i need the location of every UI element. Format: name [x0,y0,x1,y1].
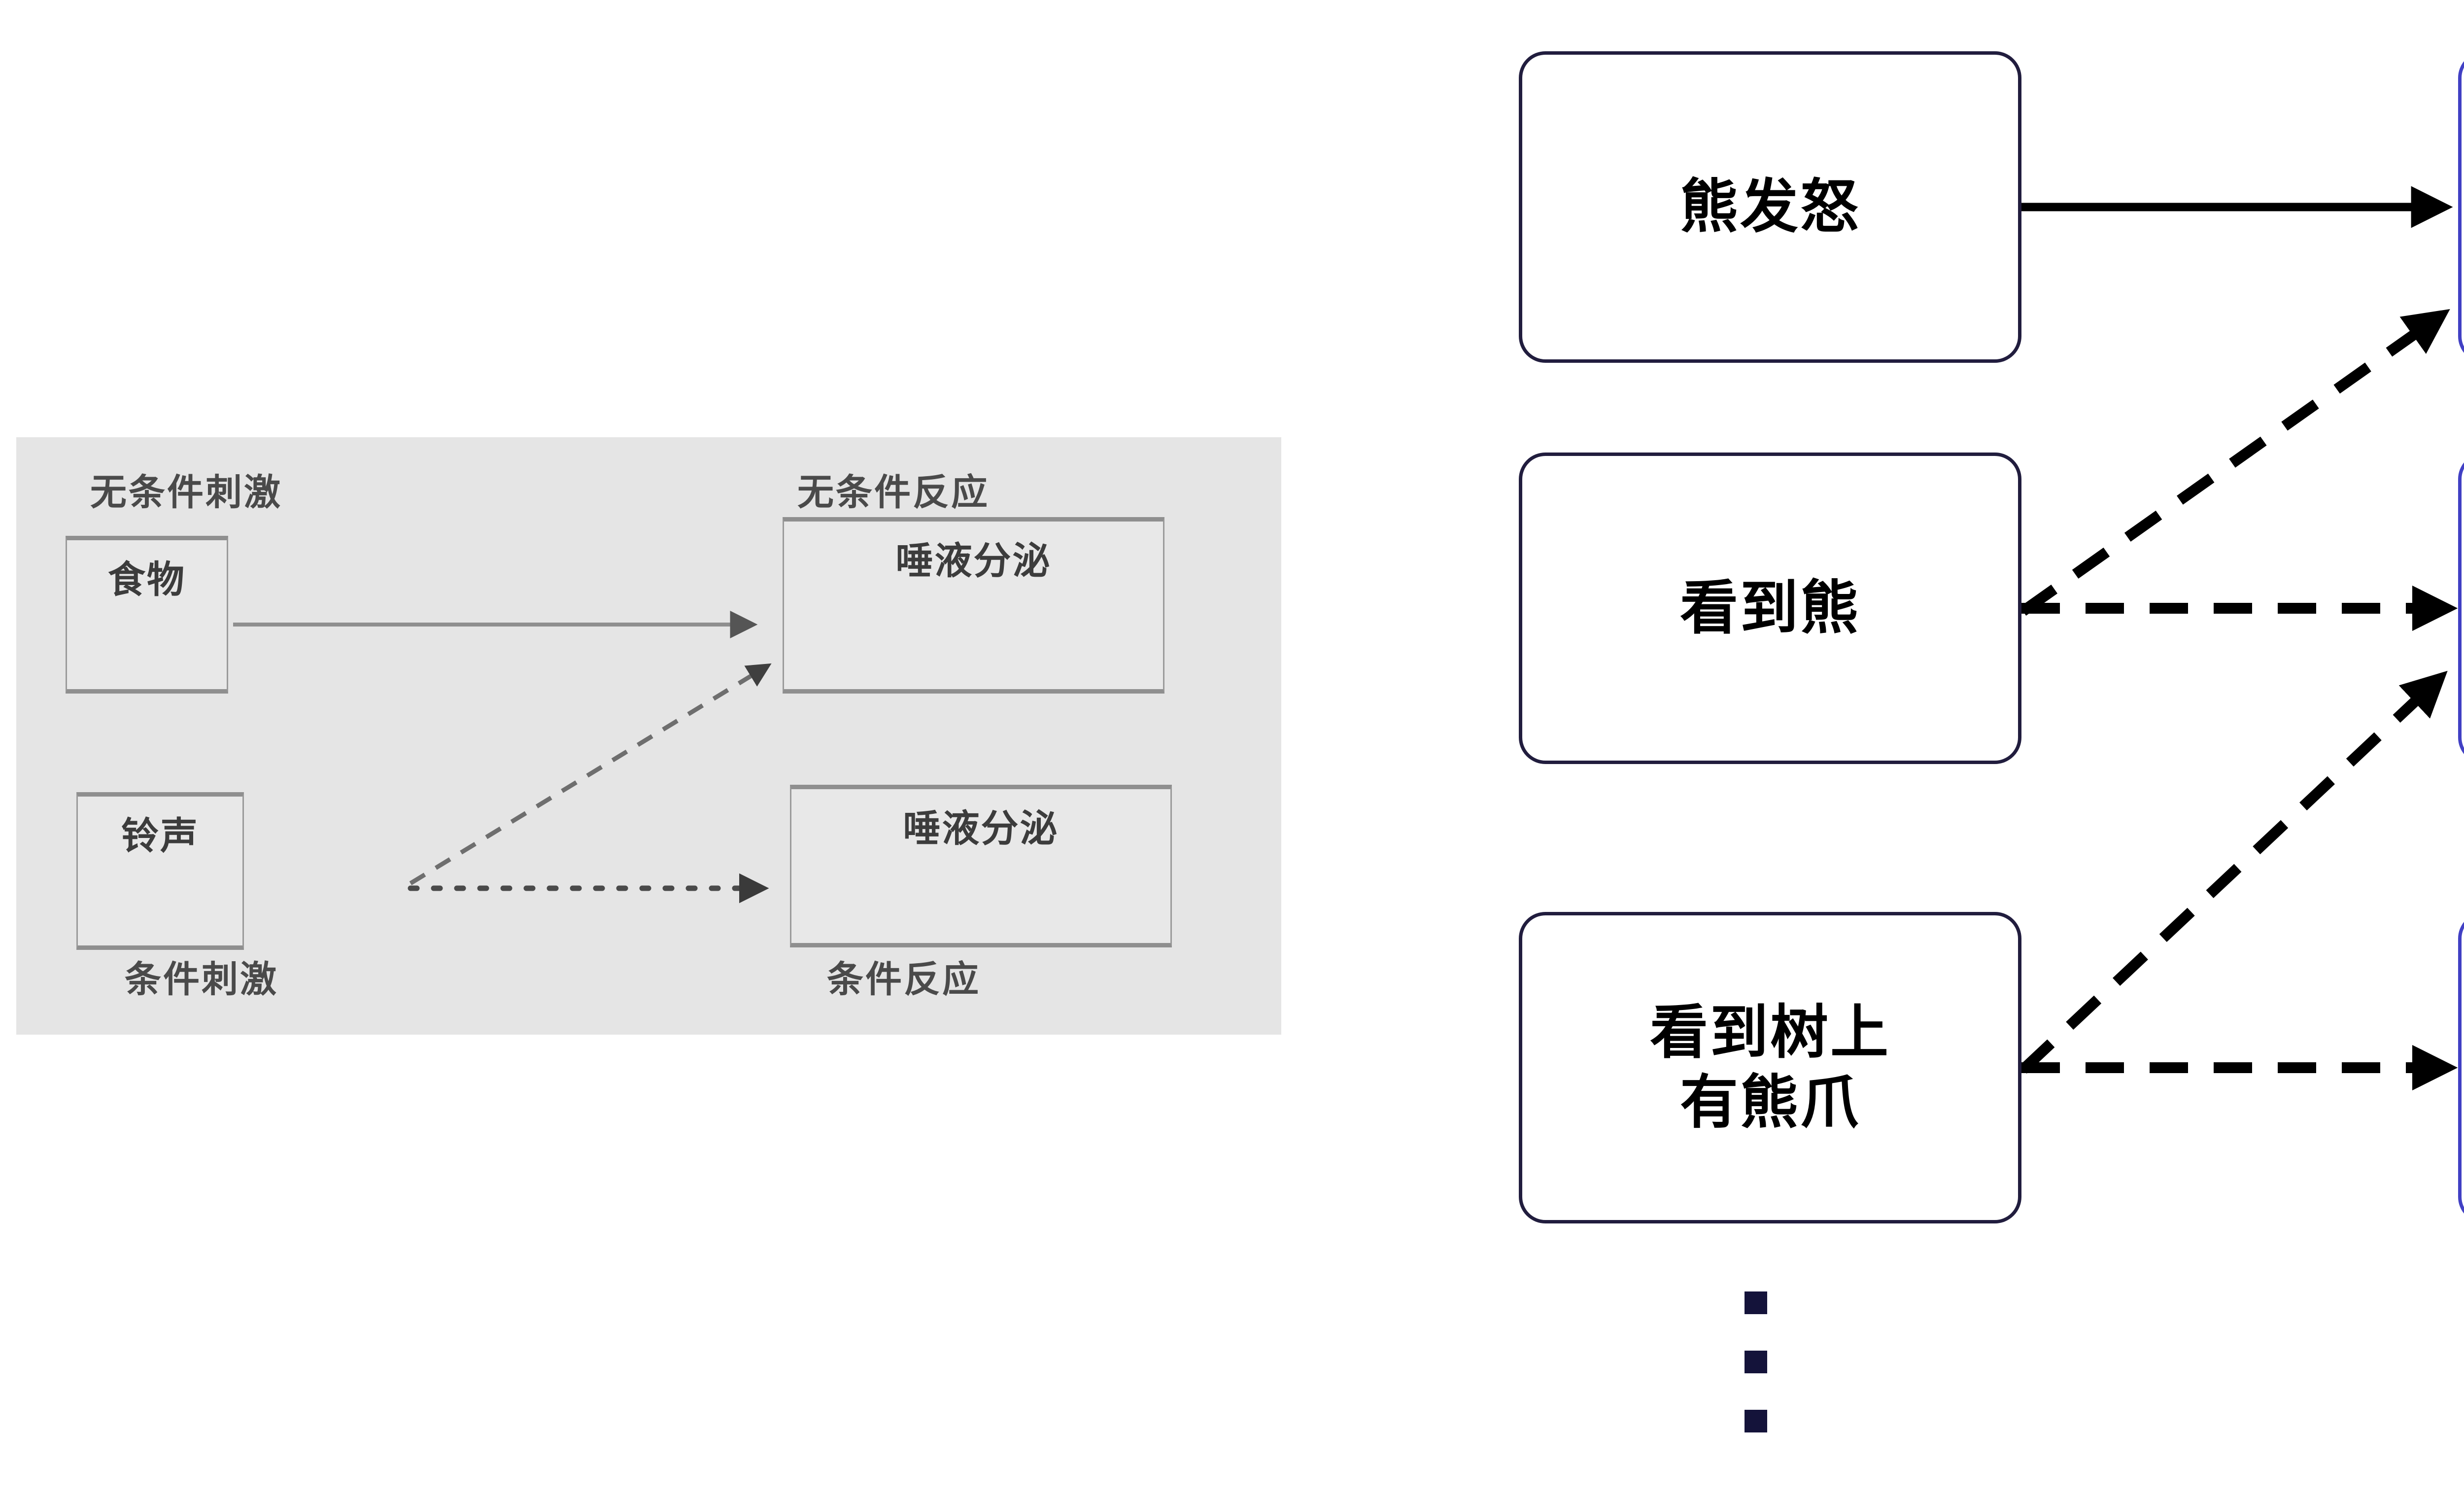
box-salivation-conditioned: 唾液分泌 [790,785,1172,947]
box-bear-angry-label: 熊发怒 [1679,173,1860,241]
box-salivation-unconditioned: 唾液分泌 [783,517,1164,694]
box-v-s: V(s) [2458,912,2464,1223]
ellipsis-dot [1745,1410,1767,1432]
box-claw-on-tree-label: 看到树上 有熊爪 [1650,998,1890,1137]
box-food: 食物 [66,536,228,694]
box-v-s-prime: V(s′) [2458,453,2464,764]
box-food-label: 食物 [108,558,186,601]
box-claw-on-tree: 看到树上 有熊爪 [1519,912,2021,1223]
label-unconditioned-response: 无条件反应 [797,471,990,514]
box-claw-line-1: 看到树上 [1649,998,1890,1067]
box-bell: 铃声 [76,792,244,950]
classical-conditioning-panel: 无条件刺激 无条件反应 条件刺激 条件反应 食物 铃声 唾液分泌 唾液分泌 [16,437,1281,1035]
arrow-see-bear-to-reward [2019,309,2450,616]
label-conditioned-stimulus: 条件刺激 [125,958,278,1001]
ellipsis-dot [1745,1291,1767,1314]
arrow-bell-to-salivation-unconditioned [409,663,772,885]
box-claw-line-2: 有熊爪 [1679,1068,1860,1136]
box-salivation1-label: 唾液分泌 [895,539,1052,583]
box-bell-label: 铃声 [121,814,199,858]
label-unconditioned-stimulus: 无条件刺激 [90,471,282,514]
box-bear-angry: 熊发怒 [1519,51,2021,363]
ellipsis-dot [1745,1351,1767,1373]
classical-conditioning-arrows [233,611,772,904]
arrow-claw-tree-to-v-s-prime [2019,670,2448,1074]
box-see-bear-label: 看到熊 [1679,574,1860,642]
box-see-bear: 看到熊 [1519,453,2021,764]
box-salivation2-label: 唾液分泌 [903,806,1059,850]
box-reward: 奖励 [2458,51,2464,363]
label-conditioned-response: 条件反应 [827,958,981,1001]
